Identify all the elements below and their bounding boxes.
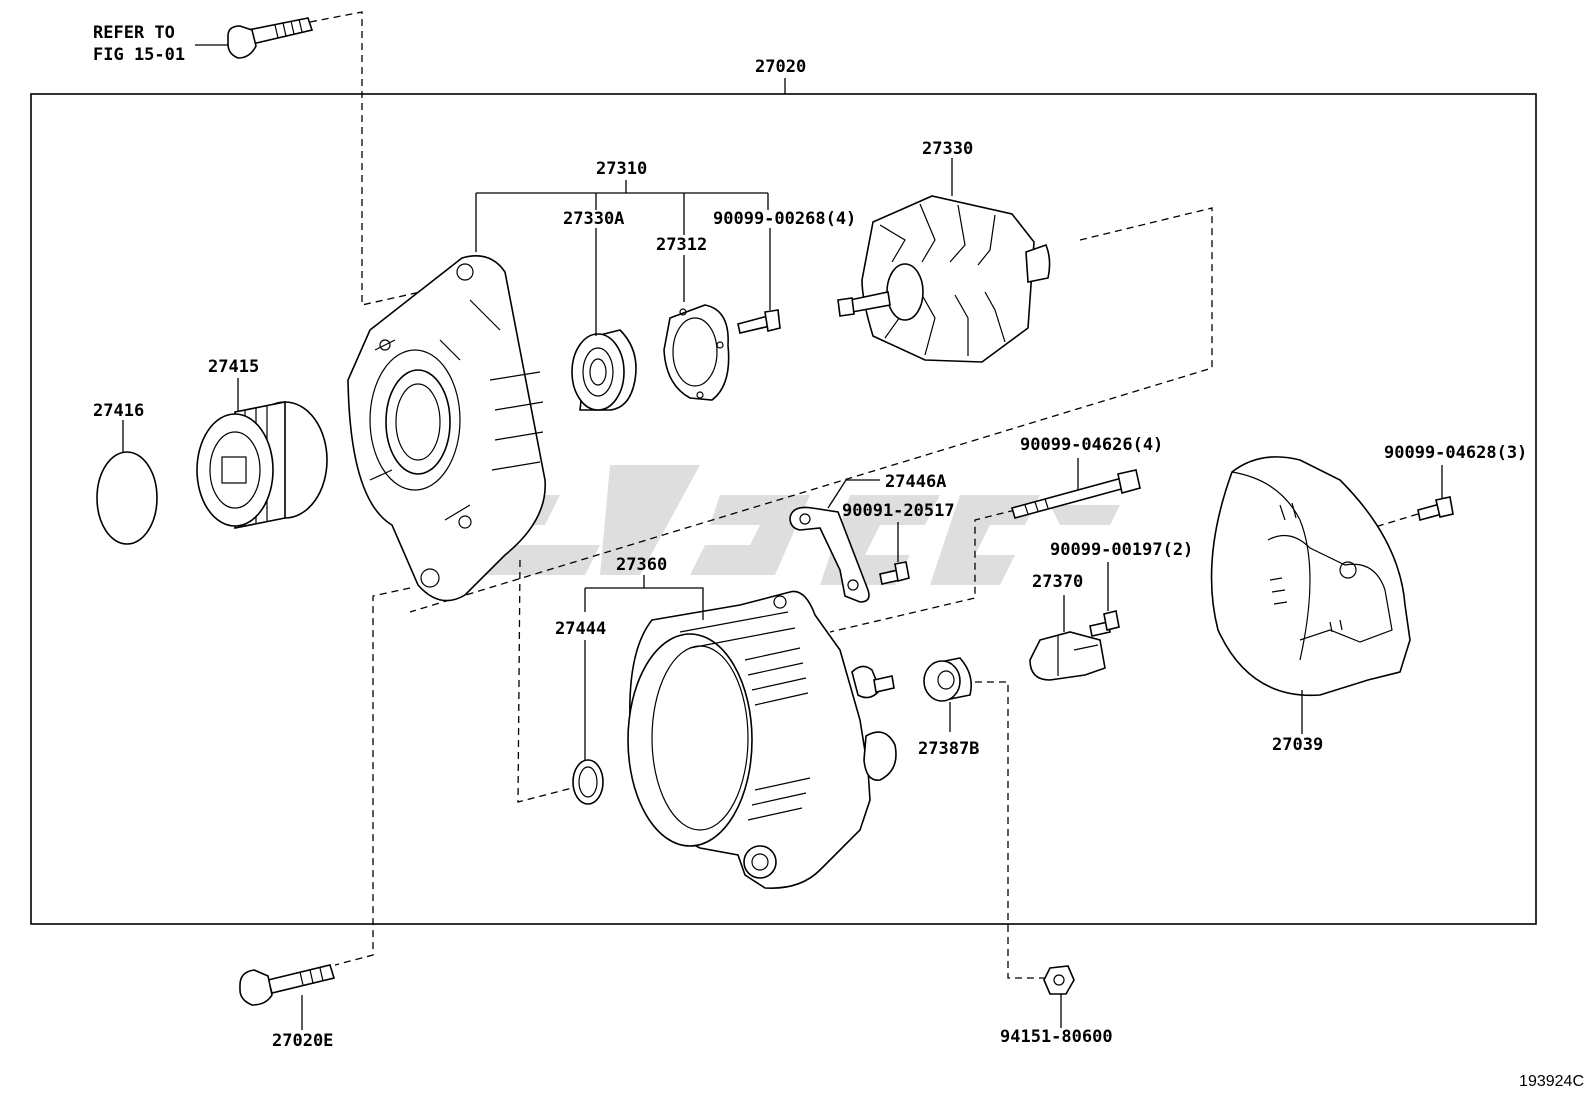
label-27387b[interactable]: 27387B: [918, 739, 979, 759]
label-94151-80600[interactable]: 94151-80600: [1000, 1027, 1113, 1047]
dashed-guide-rotor: [409, 207, 1213, 613]
pulley-27415-icon: [196, 401, 328, 529]
assembly-frame: [30, 93, 1537, 925]
leader-27446a: [827, 479, 880, 509]
label-27416[interactable]: 27416: [93, 401, 144, 421]
brush-holder-27370-icon: [1029, 631, 1106, 681]
label-27020e[interactable]: 27020E: [272, 1031, 333, 1051]
retainer-plate-27312-icon: [663, 304, 730, 401]
drive-end-frame-27310-icon: [347, 255, 546, 602]
nut-94151-80600-icon: [1043, 965, 1075, 995]
label-27330[interactable]: 27330: [922, 139, 973, 159]
screw-90091-20517-icon: [879, 561, 910, 585]
leader-27360: [584, 575, 704, 620]
rear-cover-27039-icon: [1210, 456, 1411, 697]
refer-note-line2: FIG 15-01: [93, 45, 185, 65]
dashed-guide-stud: [829, 509, 1016, 633]
screw-90099-00197-icon: [1089, 610, 1120, 637]
dashed-guide-lower-bolt: [334, 587, 411, 966]
bearing-27330a-icon: [571, 329, 637, 411]
bracket-27446a-icon: [789, 506, 870, 603]
label-27330a[interactable]: 27330A: [563, 209, 624, 229]
label-27310[interactable]: 27310: [596, 159, 647, 179]
label-90099-04628[interactable]: 90099-04628(3): [1384, 443, 1527, 463]
bushing-27387b-icon: [923, 657, 973, 702]
figure-id: 193924C: [1519, 1073, 1584, 1090]
label-27415[interactable]: 27415: [208, 357, 259, 377]
label-90099-00268[interactable]: 90099-00268(4): [713, 209, 856, 229]
bolt-27020e-icon: [239, 964, 336, 1006]
rear-frame-27360-icon: [627, 590, 897, 889]
label-27360[interactable]: 27360: [616, 555, 667, 575]
dashed-guide-nut: [975, 681, 1045, 979]
label-27039[interactable]: 27039: [1272, 735, 1323, 755]
label-90099-04626[interactable]: 90099-04626(4): [1020, 435, 1163, 455]
label-27446a[interactable]: 27446A: [885, 472, 946, 492]
label-27370[interactable]: 27370: [1032, 572, 1083, 592]
dashed-guide-top-bolt: [309, 11, 466, 306]
dashed-guide-cover-bolt: [1374, 513, 1419, 528]
cap-27416-icon: [96, 451, 158, 545]
screw-90099-00268-icon: [737, 309, 781, 334]
bolt-90099-04628-icon: [1417, 496, 1454, 521]
label-27312[interactable]: 27312: [656, 235, 707, 255]
label-27020[interactable]: 27020: [755, 57, 806, 77]
terminal-stud-icon: [851, 665, 895, 699]
bolt-90099-04626-icon: [1010, 469, 1141, 519]
label-27444[interactable]: 27444: [555, 619, 606, 639]
dashed-guide-o-ring: [517, 559, 573, 803]
leader-27310: [475, 180, 769, 252]
watermark-logo: [455, 465, 1120, 585]
label-90099-00197[interactable]: 90099-00197(2): [1050, 540, 1193, 560]
refer-note-line1: REFER TO: [93, 23, 175, 43]
o-ring-27444-icon: [572, 759, 604, 805]
rotor-27330-icon: [837, 195, 1051, 363]
refer-bolt-icon: [227, 17, 314, 59]
label-90091-20517[interactable]: 90091-20517: [842, 501, 955, 521]
